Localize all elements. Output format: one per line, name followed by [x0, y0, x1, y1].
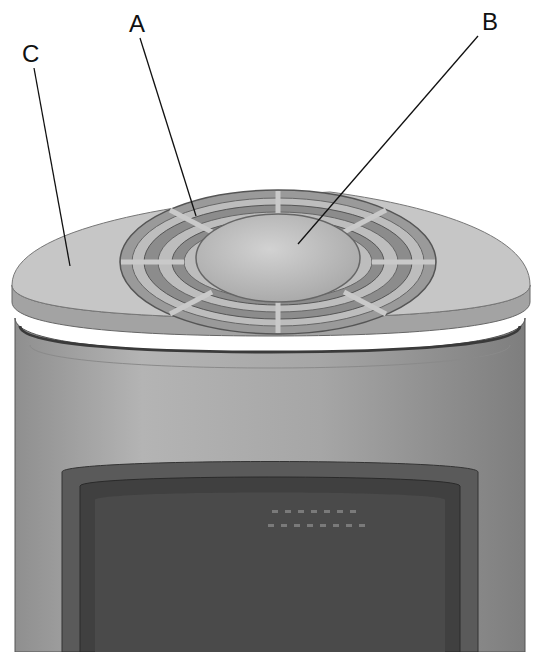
air-vents: [268, 510, 365, 527]
callout-letter: A: [129, 12, 145, 36]
leader-lines: [34, 36, 478, 266]
callout-letter: C: [22, 42, 39, 66]
glass-reflection: [95, 493, 445, 652]
stove-body: [15, 318, 525, 652]
dome-cover: [196, 214, 360, 302]
door-frame: [62, 462, 478, 652]
body-shading: [30, 345, 510, 368]
top-plate: [12, 192, 530, 318]
callout-letter: B: [482, 10, 498, 34]
convection-grille: [120, 190, 436, 334]
door-glass: [80, 477, 460, 652]
